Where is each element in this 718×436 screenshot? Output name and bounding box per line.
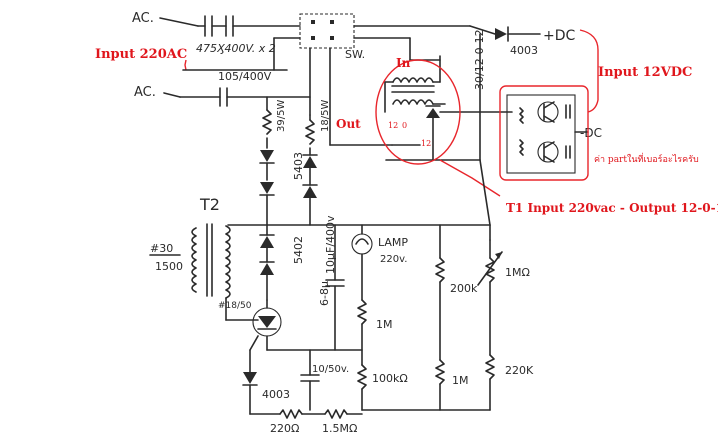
- transistor-highlight-box: [499, 85, 589, 181]
- input-220ac-annotation: Input 220AC: [95, 47, 187, 62]
- t1-annotation: T1 Input 220vac - Output 12-0-12: [506, 201, 718, 215]
- t1-pin-b: 0: [402, 121, 407, 130]
- ac-mid-label: AC.: [134, 85, 156, 100]
- potentiometer-1m: 1MΩ: [477, 239, 530, 356]
- r-18-label: 18/5W: [320, 100, 331, 132]
- cap-105-label: 105/400V: [218, 70, 272, 83]
- r-220-label: 220Ω: [270, 422, 299, 435]
- input-12vdc-annotation: Input 12VDC: [598, 65, 692, 80]
- resistor-18-5w: 18/5W: [305, 100, 331, 156]
- resistor-220k: 220K: [485, 354, 534, 411]
- resistor-100k: 100kΩ: [357, 364, 408, 411]
- resistor-1m-b: 1M: [435, 359, 469, 411]
- dc-bracket: [579, 29, 599, 113]
- ac-input-top-wire: AC.: [132, 11, 206, 27]
- resistor-200k: 200k: [435, 224, 478, 361]
- lamp: LAMP 220v.: [351, 224, 408, 301]
- t1-arrow: [439, 159, 501, 197]
- t1-pin-a: 12: [388, 121, 398, 130]
- diode-top-4003: 4003: [495, 26, 541, 57]
- diode-bottom-label: 4003: [262, 388, 290, 401]
- t2-primary-label: #30: [150, 242, 173, 255]
- capacitor-10-50: 10/50v.: [300, 349, 349, 411]
- cap-10-50-label: 10/50v.: [312, 364, 349, 375]
- diodes-5402: 5402: [259, 224, 305, 301]
- resistor-39-5w: 39/5W: [262, 96, 287, 149]
- t2-primary-turns: 1500: [155, 260, 183, 273]
- switch-label: SW.: [345, 48, 365, 61]
- t1-pin-c: 12: [421, 139, 431, 148]
- diode-bottom-4003: 4003: [242, 372, 290, 415]
- cap-main-b-label: 6-8µ: [318, 281, 331, 306]
- r-200k-label: 200k: [450, 282, 478, 295]
- cap-main-label: 10µF/400v: [324, 215, 337, 274]
- t2-secondary-label: #18/50: [218, 301, 252, 311]
- t1-highlight-circle: [375, 59, 461, 165]
- t2-transformer: T2 #30 1500 #18/50: [149, 195, 259, 321]
- resistor-1-5m: 1.5MΩ: [322, 409, 357, 435]
- transistor-block: [506, 94, 589, 174]
- resistor-1m-a: 1M: [357, 299, 393, 366]
- scr-device: [249, 299, 282, 351]
- r-1m-b-label: 1M: [452, 374, 469, 387]
- ac-input-mid-wire: AC. 105/400V: [134, 70, 311, 107]
- r-100k-label: 100kΩ: [372, 372, 408, 385]
- minus-dc-label: -DC: [580, 126, 602, 140]
- diode-top-label: 4003: [510, 44, 538, 57]
- lamp-voltage: 220v.: [380, 254, 407, 265]
- capacitor-475: 475Ӽ400V. x 2: [196, 15, 301, 55]
- capacitor-main: 10µF/400v 6-8µ: [318, 215, 345, 351]
- in-annotation: In: [396, 56, 411, 70]
- diodes-5403-label: 5403: [292, 152, 305, 180]
- thai-question-annotation: ค่า partในที่เบอร์อะไรครับ: [594, 152, 699, 165]
- out-annotation: Out: [336, 117, 361, 131]
- diodes-5403: 5403: [259, 150, 318, 226]
- ac-top-label: AC.: [132, 11, 154, 26]
- plus-dc-label: +DC: [543, 28, 576, 44]
- r-39-label: 39/5W: [276, 100, 287, 132]
- resistor-220: 220Ω: [270, 409, 303, 435]
- t2-label: T2: [199, 195, 220, 214]
- switch-sw: SW.: [299, 13, 365, 61]
- r-1-5m-label: 1.5MΩ: [322, 422, 357, 435]
- diodes-5402-label: 5402: [292, 236, 305, 264]
- r-220k-label: 220K: [505, 364, 534, 377]
- lamp-label: LAMP: [378, 236, 408, 249]
- r-1m-a-label: 1M: [376, 318, 393, 331]
- r-1m-pot-label: 1MΩ: [505, 266, 530, 279]
- cap-475-label: 475Ӽ400V. x 2: [196, 42, 276, 55]
